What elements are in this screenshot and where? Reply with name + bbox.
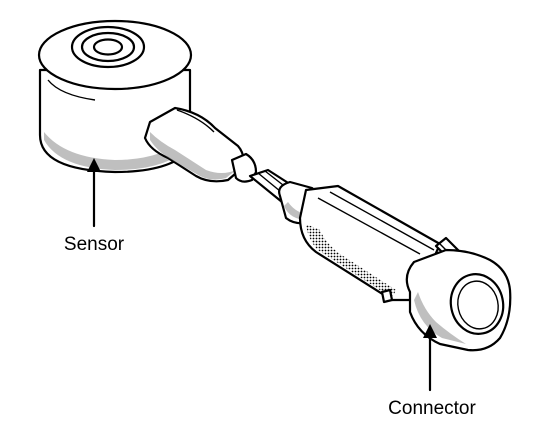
sensor-body [37,19,193,174]
sensor-label: Sensor [64,234,125,255]
sensor-callout-arrow [87,158,101,228]
cable-boot [143,106,245,183]
connector-callout-arrow [423,324,437,392]
connector-label: Connector [388,398,476,419]
connector-body [278,180,512,352]
